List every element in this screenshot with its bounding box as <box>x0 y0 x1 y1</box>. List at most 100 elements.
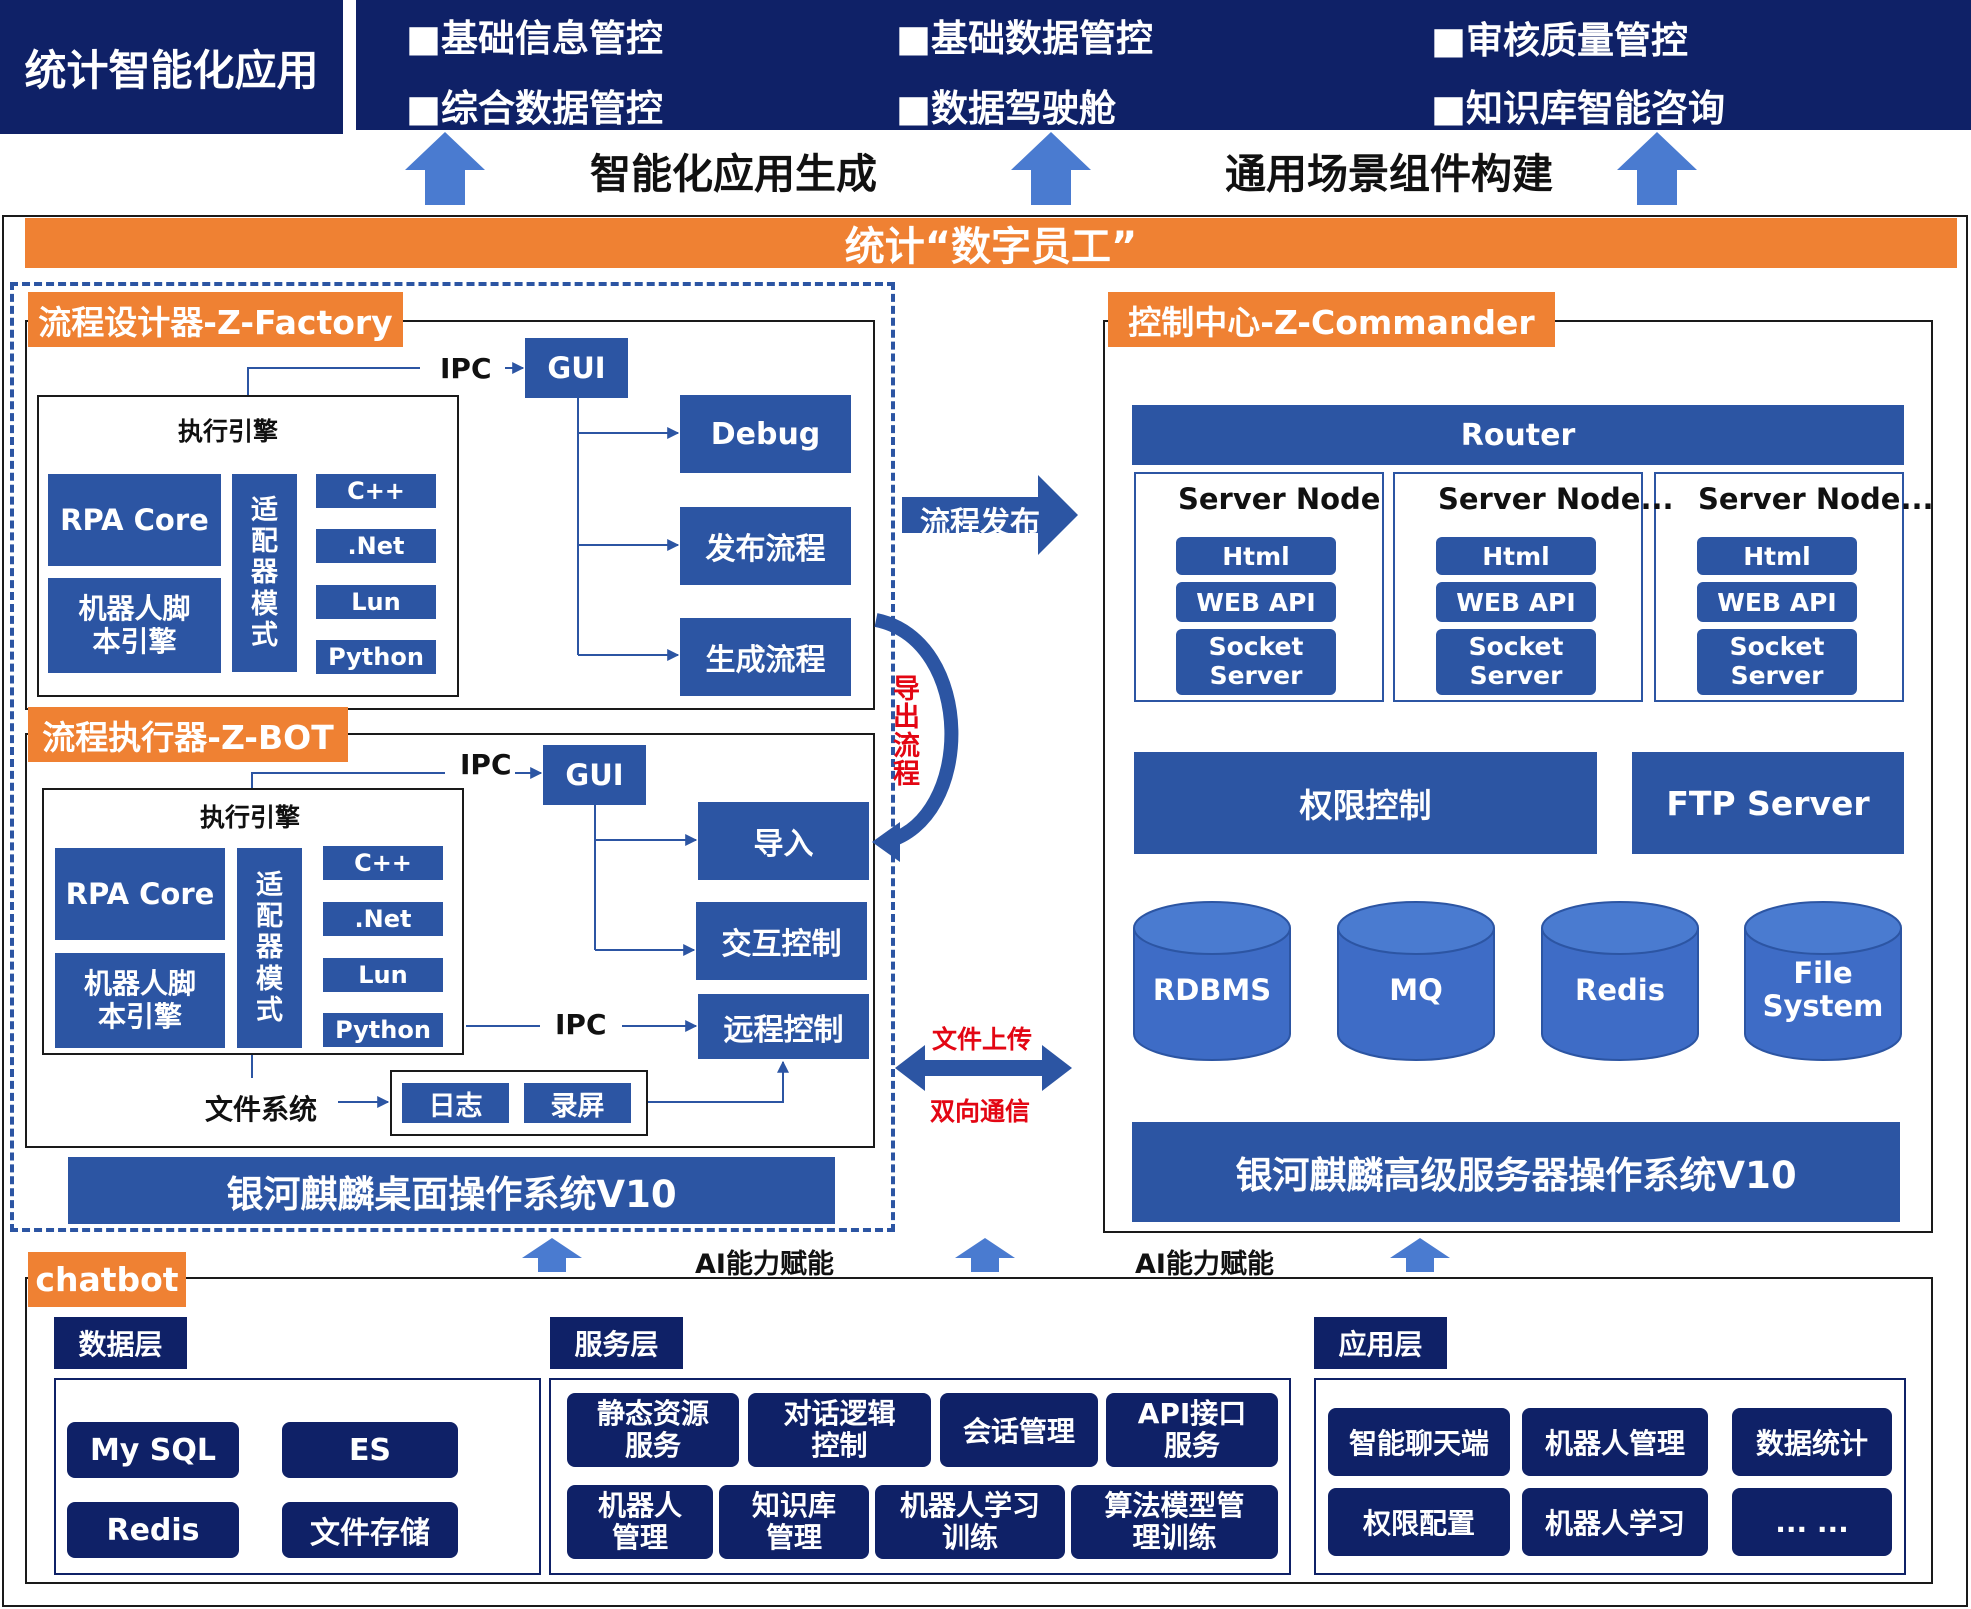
app-title: 统计智能化应用 <box>24 45 319 95</box>
up-arrow-icon <box>522 1238 582 1272</box>
permission-control: 权限控制 <box>1134 752 1597 854</box>
digital-staff-banner: 统计“数字员工” <box>25 218 1957 270</box>
database-icon <box>1133 901 1291 1061</box>
service-item: 机器人 管理 <box>567 1485 713 1559</box>
service-item: 会话管理 <box>940 1393 1098 1467</box>
factory-generate-flow: 生成流程 <box>680 618 851 696</box>
node-html: Html <box>1176 537 1336 575</box>
bot-record: 录屏 <box>524 1083 631 1123</box>
app-item: ... ... <box>1732 1488 1892 1556</box>
arrow-head-icon <box>872 822 900 862</box>
app-item: ■基础数据管控 <box>896 17 1153 60</box>
up-arrow-icon <box>405 132 485 205</box>
service-item: 静态资源 服务 <box>567 1393 739 1467</box>
bot-rpa-core: RPA Core <box>55 848 225 940</box>
bot-lang-cpp: C++ <box>323 846 443 880</box>
bot-lang-python: Python <box>323 1013 443 1047</box>
label-component-build: 通用场景组件构建 <box>1225 150 1553 198</box>
up-arrows-top <box>405 132 1697 205</box>
factory-lang-cpp: C++ <box>316 474 436 508</box>
desktop-dashed-region <box>10 282 895 1232</box>
factory-debug: Debug <box>680 395 851 473</box>
bot-lang-lun: Lun <box>323 958 443 992</box>
app-item: ■审核质量管控 <box>1431 19 1688 62</box>
up-arrow-icon <box>1011 132 1091 205</box>
factory-lang-lun: Lun <box>316 585 436 619</box>
factory-lang-python: Python <box>316 640 436 674</box>
app-layer-frame <box>1314 1378 1906 1575</box>
bot-adapter: 适 配 器 模 式 <box>237 848 302 1048</box>
factory-adapter: 适 配 器 模 式 <box>232 474 297 672</box>
store-rdbms: RDBMS <box>1152 973 1272 1007</box>
app-item: ■综合数据管控 <box>406 87 663 130</box>
bot-import: 导入 <box>698 802 869 880</box>
double-arrow-icon <box>895 1045 1072 1091</box>
factory-lang-net: .Net <box>316 529 436 563</box>
ftp-server: FTP Server <box>1632 752 1904 854</box>
bot-title: 流程执行器-Z-BOT <box>28 707 348 762</box>
database-icon <box>1744 901 1902 1061</box>
node-html: Html <box>1697 537 1857 575</box>
server-node-title: Server Node... <box>1438 482 1674 516</box>
commander-title: 控制中心-Z-Commander <box>1108 292 1555 347</box>
factory-engine-frame <box>37 395 459 697</box>
right-arrow-icon <box>902 475 1078 555</box>
app-item: 机器人学习 <box>1522 1488 1708 1556</box>
app-layer-title: 应用层 <box>1314 1317 1447 1369</box>
app-item: ■基础信息管控 <box>406 17 663 60</box>
app-items-box: ■基础信息管控 ■基础数据管控 ■审核质量管控 ■综合数据管控 ■数据驾驶舱 ■… <box>356 0 1971 130</box>
label-app-gen: 智能化应用生成 <box>590 150 877 198</box>
bot-robot-engine: 机器人脚 本引擎 <box>55 953 225 1048</box>
ai-label: AI能力赋能 <box>695 1249 834 1280</box>
app-item: ■知识库智能咨询 <box>1431 87 1725 130</box>
bot-frame <box>25 733 875 1148</box>
service-item: 算法模型管 理训练 <box>1071 1485 1278 1559</box>
node-html: Html <box>1436 537 1596 575</box>
app-item: ■数据驾驶舱 <box>896 87 1116 130</box>
bot-fs-label: 文件系统 <box>205 1093 318 1126</box>
server-node <box>1654 472 1904 702</box>
app-item: 权限配置 <box>1328 1488 1510 1556</box>
up-arrow-icon <box>1617 132 1697 205</box>
factory-robot-engine: 机器人脚 本引擎 <box>48 578 221 673</box>
factory-frame <box>25 320 875 710</box>
up-arrow-icon <box>955 1238 1015 1272</box>
database-icon <box>1337 901 1495 1061</box>
chatbot-title: chatbot <box>28 1252 186 1307</box>
app-item: 数据统计 <box>1732 1408 1892 1476</box>
service-item: API接口 服务 <box>1106 1393 1278 1467</box>
server-node-title: Server Node... <box>1698 482 1934 516</box>
bot-engine-frame <box>42 788 464 1055</box>
app-item: 智能聊天端 <box>1328 1408 1510 1476</box>
service-item: 机器人学习 训练 <box>875 1485 1065 1559</box>
data-redis: Redis <box>67 1502 239 1558</box>
node-webapi: WEB API <box>1697 582 1857 622</box>
bot-gui: GUI <box>543 745 646 805</box>
data-es: ES <box>282 1422 458 1478</box>
server-node <box>1393 472 1643 702</box>
bot-fs-frame <box>390 1070 648 1136</box>
curved-arrow-icon <box>874 613 959 849</box>
factory-engine-title: 执行引擎 <box>178 417 279 446</box>
node-socket: Socket Server <box>1176 629 1336 695</box>
service-layer-title: 服务层 <box>550 1317 683 1369</box>
factory-gui: GUI <box>525 338 628 398</box>
main-frame <box>2 215 1968 1607</box>
label-publish: 流程发布 <box>920 506 1040 541</box>
service-layer-frame <box>549 1378 1291 1575</box>
service-item: 对话逻辑 控制 <box>748 1393 931 1467</box>
node-webapi: WEB API <box>1176 582 1336 622</box>
server-node-title: Server Node <box>1178 482 1381 516</box>
bot-engine-title: 执行引擎 <box>200 803 301 832</box>
server-os-bar: 银河麒麟高级服务器操作系统V10 <box>1132 1122 1900 1222</box>
app-item: 机器人管理 <box>1522 1408 1708 1476</box>
node-socket: Socket Server <box>1436 629 1596 695</box>
label-export: 导 出 流 程 <box>893 674 920 791</box>
factory-ipc-label: IPC <box>440 352 492 385</box>
store-mq: MQ <box>1389 973 1443 1007</box>
node-webapi: WEB API <box>1436 582 1596 622</box>
